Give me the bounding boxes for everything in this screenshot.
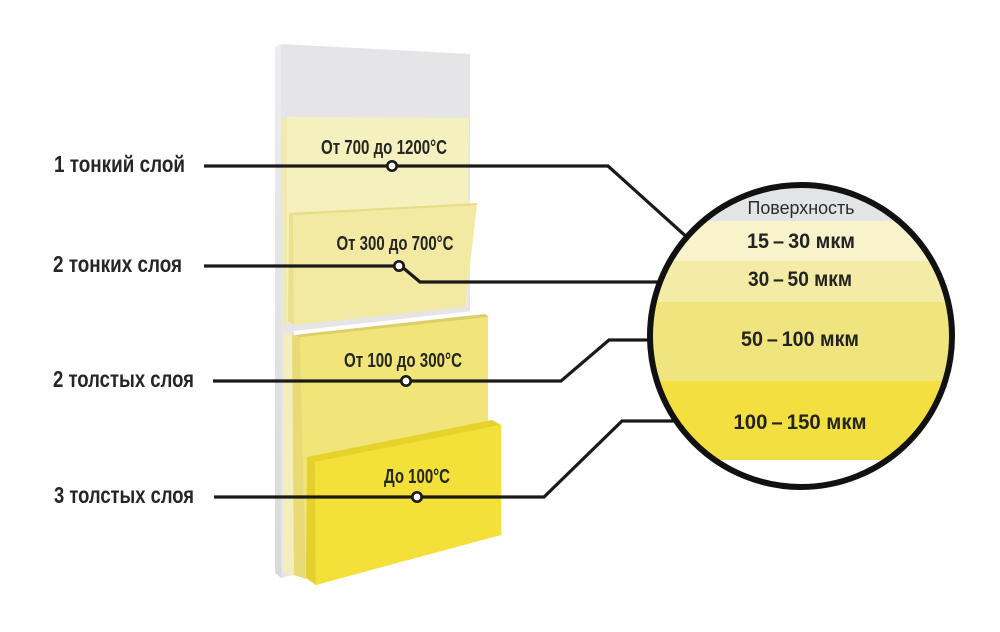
svg-text:2 толстых слоя: 2 толстых слоя — [53, 366, 194, 392]
svg-text:До 100°C: До 100°C — [384, 466, 450, 488]
svg-text:100 – 150 мкм: 100 – 150 мкм — [734, 411, 867, 434]
svg-text:50 – 100 мкм: 50 – 100 мкм — [741, 328, 859, 351]
svg-text:От 300 до 700°C: От 300 до 700°C — [337, 233, 454, 255]
svg-text:Поверхность: Поверхность — [748, 198, 855, 218]
svg-text:2 тонких слоя: 2 тонких слоя — [53, 251, 182, 277]
svg-text:От 100 до 300°C: От 100 до 300°C — [344, 350, 462, 372]
svg-text:15 – 30 мкм: 15 – 30 мкм — [747, 230, 855, 253]
svg-text:1 тонкий слой: 1 тонкий слой — [54, 151, 185, 177]
svg-text:30 – 50 мкм: 30 – 50 мкм — [748, 268, 852, 291]
svg-text:От 700 до 1200°C: От 700 до 1200°C — [321, 137, 447, 159]
svg-text:3 толстых слоя: 3 толстых слоя — [54, 482, 194, 508]
